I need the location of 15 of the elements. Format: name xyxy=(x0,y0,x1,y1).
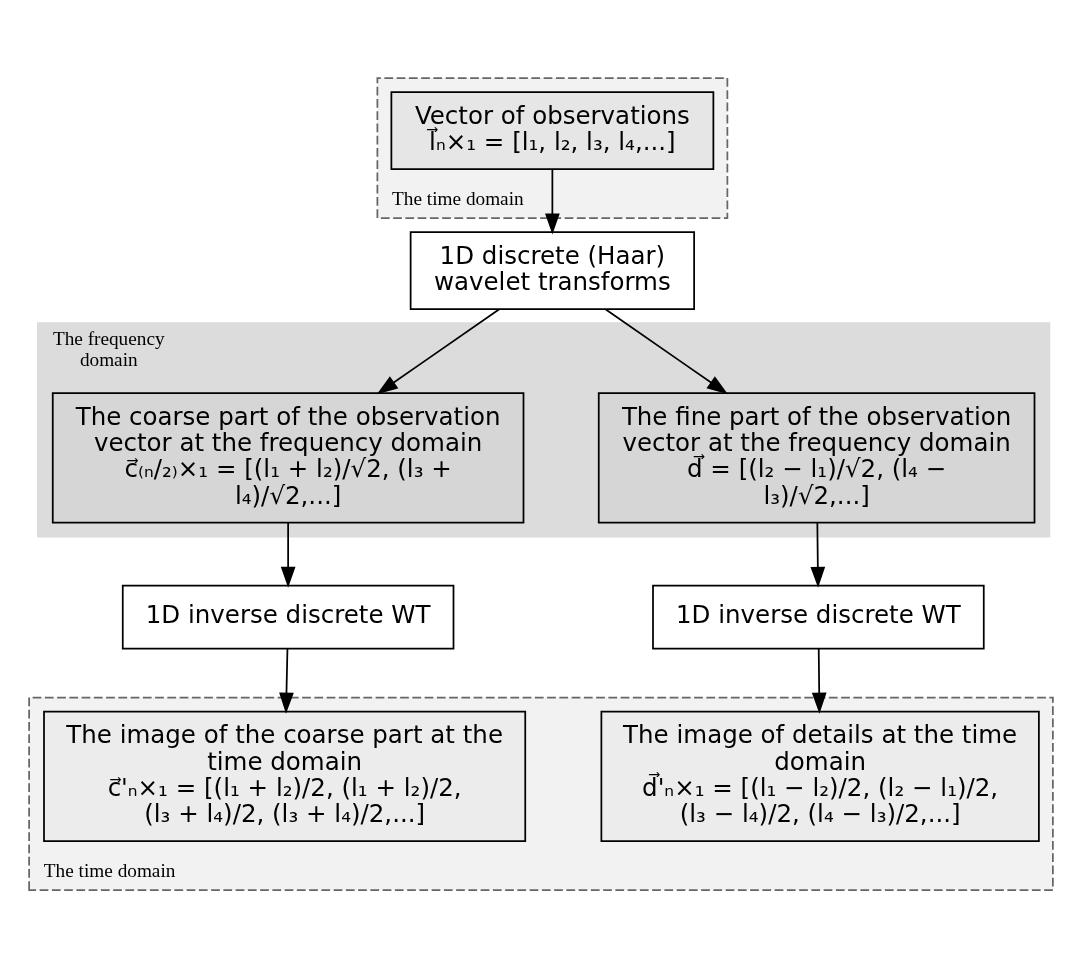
node-box: 1D inverse discrete WT xyxy=(652,584,985,650)
arrow xyxy=(279,647,294,714)
node-box: Vector of observations l⃗ₙ×₁ = [l₁, l₂, l₃, l₄,...] xyxy=(390,91,715,170)
node-box: The image of the coarse part at the time domain c⃗'ₙ×₁ = [(l₁ + l₂)/2, (l₁ + l₂)/2, (l₃ + l₄)/2, (l₃ + l₄)/2,...] xyxy=(43,710,527,842)
arrow xyxy=(605,308,728,395)
arrow xyxy=(545,168,560,235)
arrow xyxy=(376,308,500,395)
node-box: 1D discrete (Haar) wavelet transforms xyxy=(409,231,695,310)
node-box: The fine part of the observation vector at the frequency domain d⃗ = [(l₂ − l₁)/√2, (l₄ − l₃)/√2,...] xyxy=(597,392,1036,524)
node-box: The image of details at the time domain d⃗'ₙ×₁ = [(l₁ − l₂)/2, (l₂ − l₁)/2, (l₃ − l₄)/2, (l₄ − l₃)/2,...] xyxy=(600,710,1040,842)
node-box: The coarse part of the observation vector at the frequency domain c⃗₍ₙ/₂₎×₁ = [(l₁ + l₂)/√2, (l₃ + l₄)/√2,...] xyxy=(51,392,525,524)
node-box: 1D inverse discrete WT xyxy=(121,584,455,650)
arrow xyxy=(811,647,827,714)
arrow xyxy=(280,521,296,588)
arrow xyxy=(810,521,826,588)
